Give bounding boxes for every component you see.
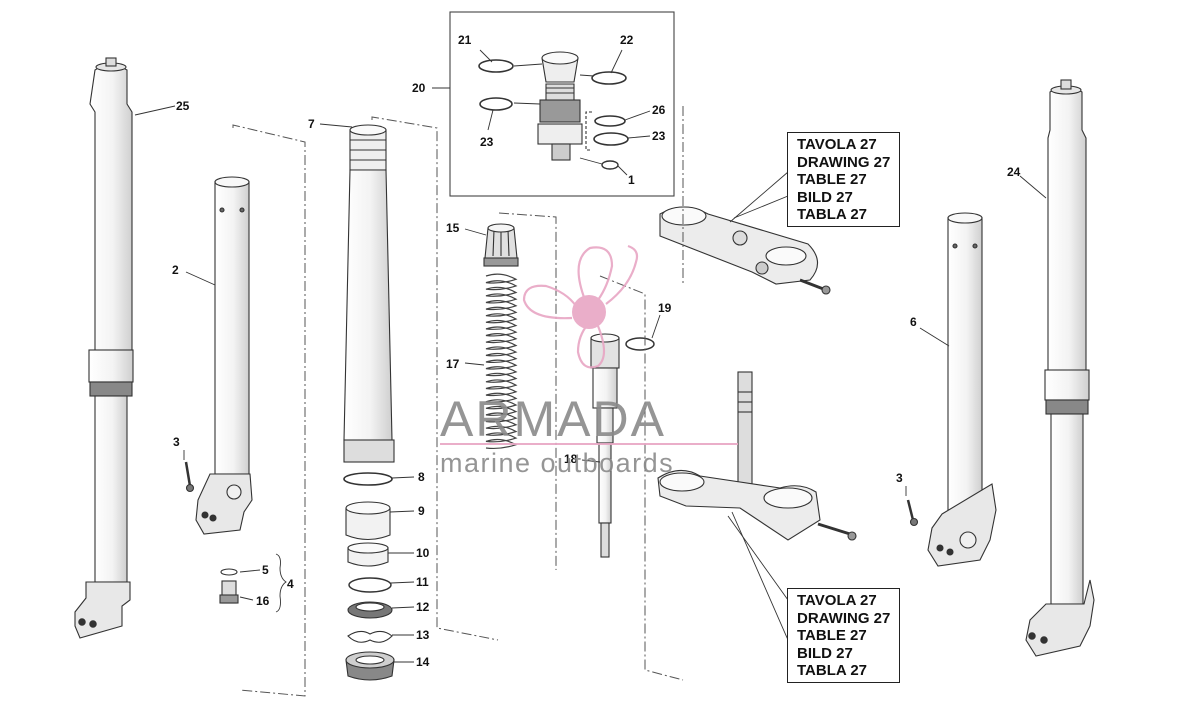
label-4: 4 bbox=[287, 577, 294, 591]
callout-line: TAVOLA 27 bbox=[797, 136, 877, 153]
part-number-labels: 25 2 3 5 4 16 7 8 9 10 11 12 13 14 15 17… bbox=[172, 33, 1021, 669]
clamp-screw-right bbox=[906, 499, 919, 527]
fork-outer-tube bbox=[343, 124, 395, 463]
bleed-screw bbox=[219, 568, 239, 604]
label-11: 11 bbox=[416, 575, 429, 589]
propeller-icon bbox=[522, 244, 639, 369]
callout-line: BILD 27 bbox=[797, 188, 853, 206]
label-17: 17 bbox=[446, 357, 460, 371]
upper-triple-clamp bbox=[659, 206, 831, 295]
label-1: 1 bbox=[628, 173, 635, 187]
lower-triple-clamp bbox=[657, 371, 857, 541]
label-21: 21 bbox=[458, 33, 472, 47]
callout-line: TABLA 27 bbox=[797, 662, 868, 679]
label-22: 22 bbox=[620, 33, 634, 47]
callout-line: TABLA 27 bbox=[797, 206, 868, 223]
callout-line: BILD 27 bbox=[797, 644, 853, 662]
callout-line: DRAWING 27 bbox=[797, 153, 891, 171]
drawing-reference-top: TAVOLA 27 DRAWING 27 TABLE 27 BILD 27 TA… bbox=[787, 132, 901, 227]
watermark-title: ARMADA bbox=[440, 391, 666, 447]
label-15: 15 bbox=[446, 221, 460, 235]
label-5: 5 bbox=[262, 563, 269, 577]
clamp-screw-left bbox=[184, 461, 195, 493]
fork-leg-right-assembly bbox=[1025, 79, 1095, 657]
callout-line: TABLE 27 bbox=[797, 627, 867, 644]
callout-line: TAVOLA 27 bbox=[797, 592, 877, 609]
label-16: 16 bbox=[256, 594, 270, 608]
label-6: 6 bbox=[910, 315, 917, 329]
watermark-subtitle: marine outboards bbox=[440, 448, 674, 478]
fork-inner-tube-left bbox=[195, 176, 253, 535]
label-3: 3 bbox=[173, 435, 180, 449]
label-26: 26 bbox=[652, 103, 666, 117]
label-20: 20 bbox=[412, 81, 426, 95]
label-9: 9 bbox=[418, 504, 425, 518]
cartridge-kit bbox=[449, 11, 675, 197]
label-14: 14 bbox=[416, 655, 430, 669]
callout-line: TABLE 27 bbox=[797, 171, 867, 188]
label-7: 7 bbox=[308, 117, 315, 131]
label-25: 25 bbox=[176, 99, 190, 113]
callout-line: DRAWING 27 bbox=[797, 609, 891, 627]
label-23-left: 23 bbox=[480, 135, 494, 149]
fork-inner-tube-right bbox=[927, 212, 997, 567]
label-8: 8 bbox=[418, 470, 425, 484]
label-2: 2 bbox=[172, 263, 179, 277]
seal-stack bbox=[343, 472, 395, 681]
watermark-logo: ARMADA marine outboards bbox=[440, 244, 738, 478]
fork-spring bbox=[485, 273, 518, 450]
assembly-lines bbox=[232, 106, 684, 697]
leader-lines bbox=[134, 49, 1047, 663]
label-23-right: 23 bbox=[652, 129, 666, 143]
fork-leg-left-assembly bbox=[74, 57, 134, 639]
label-13: 13 bbox=[416, 628, 430, 642]
label-10: 10 bbox=[416, 546, 430, 560]
label-3-right: 3 bbox=[896, 471, 903, 485]
drawing-reference-bottom: TAVOLA 27 DRAWING 27 TABLE 27 BILD 27 TA… bbox=[787, 588, 901, 683]
spring-cap bbox=[483, 223, 519, 267]
label-19: 19 bbox=[658, 301, 672, 315]
label-12: 12 bbox=[416, 600, 430, 614]
label-24: 24 bbox=[1007, 165, 1021, 179]
label-18: 18 bbox=[564, 452, 578, 466]
